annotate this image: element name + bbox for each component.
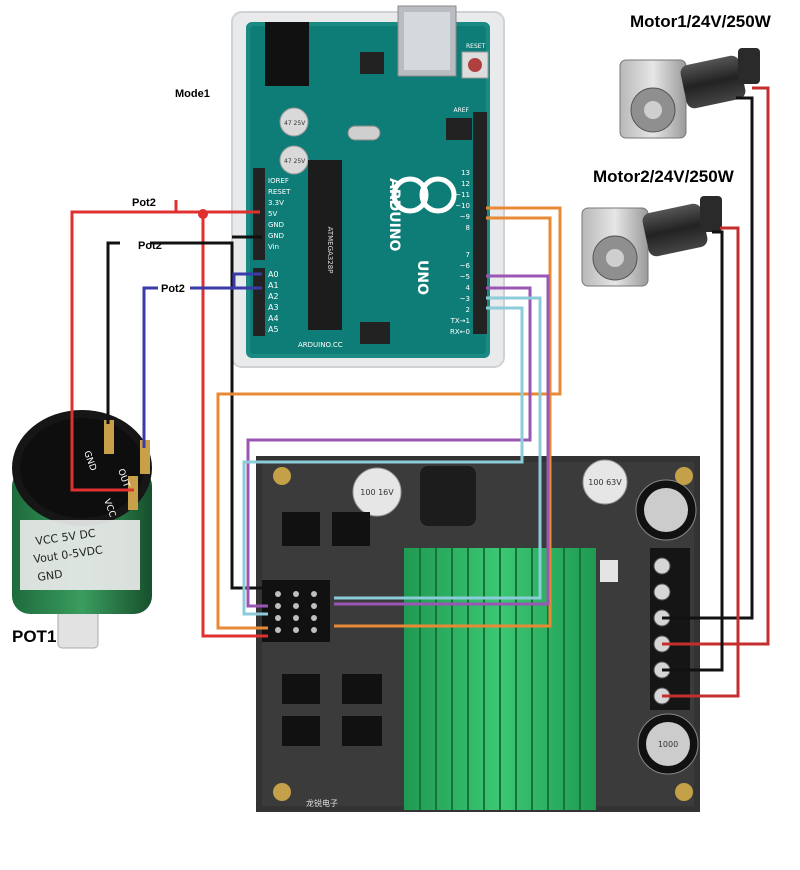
pot-pin-gnd: [104, 420, 114, 454]
wire-motor1-black: [662, 96, 754, 620]
pot2-label-vcc: Pot2: [132, 197, 156, 209]
driver-cap-1: [352, 467, 402, 517]
motor-driver-board: 100 16V 100 63V 1000 龙锐电子: [256, 456, 700, 812]
analog-header: [253, 268, 265, 336]
wire-motor2-red: [662, 226, 740, 698]
wire-red-vcc: [70, 200, 260, 492]
pin-gnd-2: GND: [268, 232, 284, 240]
wire-red-junction: [198, 209, 208, 219]
wire-lightblue-1: [334, 296, 542, 600]
pin-gnd-1: GND: [268, 221, 284, 229]
pin-d12: 12: [461, 180, 470, 188]
wires: [70, 86, 770, 698]
driver-silk: 龙锐电子: [306, 798, 338, 808]
cap-1-text: 47 25V: [284, 120, 306, 127]
pin-d6: ~6: [460, 262, 471, 270]
driver-cap-2: [582, 459, 628, 505]
pin-d7: 7: [466, 251, 470, 259]
pin-d10: ~10: [455, 202, 470, 210]
aref-silk: AREF: [453, 107, 469, 114]
arduino-site: ARDUINO.CC: [298, 341, 343, 349]
pin-3v3: 3.3V: [268, 199, 284, 207]
pin-d3: ~3: [460, 295, 470, 303]
pin-d8: 8: [466, 224, 470, 232]
pin-5v: 5V: [268, 210, 277, 218]
pin-d2: 2: [466, 306, 470, 314]
wire-lightblue-2: [242, 306, 524, 616]
pin-a3: A3: [268, 303, 279, 312]
pin-rx: RX←0: [450, 328, 470, 336]
pot-pin-out: [140, 440, 150, 474]
chip-label: ATMEGA328P: [326, 227, 334, 274]
power-jack: [265, 22, 309, 86]
power-terminal-block: [650, 548, 690, 710]
pin-d5: ~5: [460, 273, 470, 281]
potentiometer: VCC 5V DC Vout 0-5VDC GND GND OUT VCC: [12, 410, 152, 649]
mode-label: Mode1: [175, 88, 210, 100]
wire-purple-2: [246, 286, 532, 608]
arduino-board: RESET 47 25V 47 25V ATMEGA328P ARDUINO U…: [231, 5, 505, 368]
arduino-brand: ARDUINO: [386, 178, 402, 252]
arduino-model: UNO: [414, 260, 430, 295]
pin-a4: A4: [268, 314, 279, 323]
pin-vin: Vin: [268, 243, 279, 251]
pot-spec-sticker: [20, 520, 140, 590]
pin-a1: A1: [268, 281, 279, 290]
driver-cap-2-text: 100 63V: [588, 478, 622, 487]
wire-motor1-red: [662, 86, 770, 646]
pin-ioref: IOREF: [268, 177, 289, 185]
pot1-label: POT1: [12, 627, 57, 646]
pin-a0: A0: [268, 270, 279, 279]
motor1-image: [619, 48, 760, 139]
wire-red-driver: [201, 212, 268, 638]
digital-header: [473, 112, 487, 334]
power-header: [253, 168, 265, 260]
pin-tx: TX→1: [450, 317, 470, 325]
motor1-label: Motor1/24V/250W: [630, 12, 771, 31]
pin-a5: A5: [268, 325, 279, 334]
motor2-image: [581, 196, 722, 287]
wire-black-gnd: [106, 241, 268, 590]
pot-pin-vcc: [128, 476, 138, 510]
wire-motor2-black: [662, 230, 724, 672]
wire-blue-signal: [142, 272, 262, 448]
pin-d9: ~9: [460, 213, 470, 221]
pot2-label-signal: Pot2: [161, 283, 185, 295]
wire-orange-2: [334, 216, 552, 628]
pin-d4: 4: [466, 284, 471, 292]
wire-purple-1: [334, 274, 550, 606]
pin-d13: 13: [461, 169, 470, 177]
inductor: [420, 466, 476, 526]
driver-cap-1-text: 100 16V: [360, 488, 394, 497]
pot-spec-gnd: GND: [37, 568, 64, 584]
atmega-chip: [308, 160, 342, 330]
pin-a2: A2: [268, 292, 279, 301]
cap-2-text: 47 25V: [284, 158, 306, 165]
pin-d11: ~11: [455, 191, 470, 199]
driver-cap-big-text: 1000: [658, 740, 678, 749]
pin-reset: RESET: [268, 188, 291, 196]
motor2-label: Motor2/24V/250W: [593, 167, 734, 186]
wire-orange-1: [216, 206, 562, 630]
reset-silk: RESET: [466, 43, 486, 50]
cap-1: [279, 107, 309, 137]
